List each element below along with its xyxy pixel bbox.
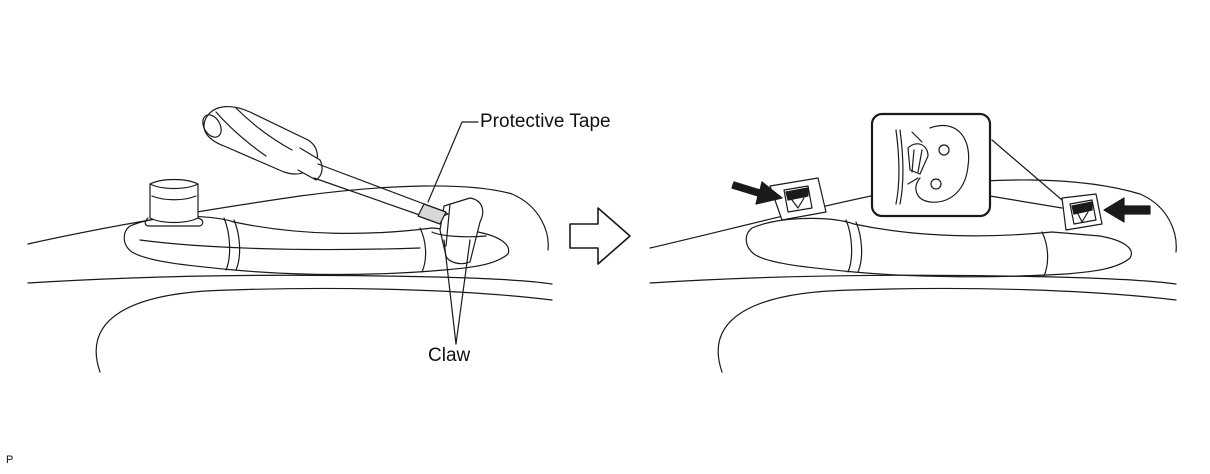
protective-tape-label: Protective Tape <box>480 111 611 132</box>
right-grip-ring-1 <box>846 220 852 272</box>
pointer-arrow-icon-right <box>1104 198 1150 222</box>
left-roof-line <box>28 186 548 250</box>
right-grip-ring-3 <box>1042 232 1048 276</box>
right-grip-ring-2 <box>856 222 862 272</box>
pried-cover <box>432 198 486 264</box>
left-headliner-curve <box>96 288 552 372</box>
left-grip-ring-3 <box>420 228 426 272</box>
left-grip-inner-line <box>140 240 420 250</box>
figure-code-label: P <box>6 454 14 466</box>
cover-cap <box>145 180 203 227</box>
tape-leader-line <box>428 122 478 202</box>
protective-tape <box>418 204 446 224</box>
claw-leader-line-1 <box>444 240 456 344</box>
left-grip-body <box>124 216 508 274</box>
right-grip-body <box>746 218 1131 276</box>
next-step-arrow-icon <box>570 208 630 264</box>
right-headliner-curve <box>718 288 1176 372</box>
magnifier-inset-icon <box>872 114 1062 216</box>
right-panel <box>650 114 1176 372</box>
right-body-line <box>650 275 1176 284</box>
left-body-line <box>28 275 552 284</box>
left-grip-ring-1 <box>224 218 230 270</box>
left-grip-ring-2 <box>234 220 240 270</box>
claw-label: Claw <box>428 345 471 366</box>
left-clip-opening <box>770 178 826 220</box>
claw-leader-line-2 <box>456 240 470 344</box>
left-panel <box>28 107 552 372</box>
pointer-arrow-icon-left <box>732 182 782 204</box>
screwdriver-icon <box>199 107 448 220</box>
right-clip-opening <box>1062 194 1102 230</box>
